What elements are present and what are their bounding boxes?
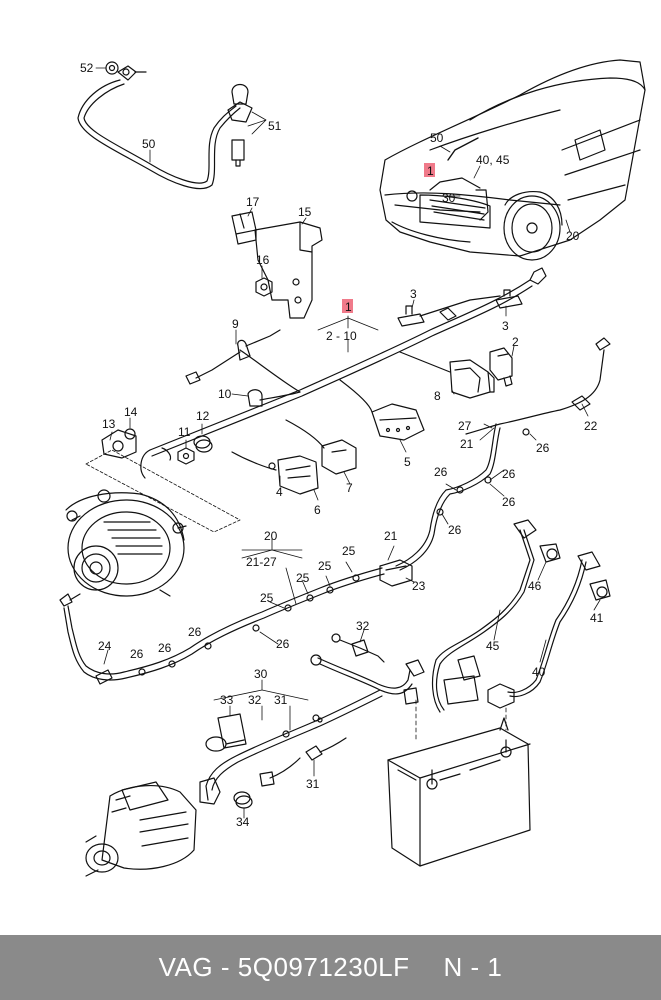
connector-31 (259, 737, 347, 787)
car-callout-40-45: 40, 45 (476, 153, 510, 167)
callout-26a: 26 (536, 441, 550, 455)
connector-3-right (495, 289, 523, 309)
callout-32b: 32 (248, 693, 262, 707)
callout-31: 31 (274, 693, 288, 707)
car-callout-30: 30 (442, 191, 456, 205)
car-callout-20: 20 (566, 229, 580, 243)
callout-25a: 25 (342, 544, 356, 558)
callout-26h: 26 (188, 625, 202, 639)
callout-26d: 26 (502, 495, 516, 509)
battery (387, 717, 531, 867)
connector-17 (231, 211, 257, 245)
callout-21a: 21 (460, 437, 474, 451)
callout-20: 20 (264, 529, 278, 543)
callout-25c: 25 (296, 571, 310, 585)
callout-27: 27 (458, 419, 472, 433)
callout-34: 34 (236, 815, 250, 829)
callout-12: 12 (196, 409, 210, 423)
callout-26b: 26 (434, 465, 448, 479)
callout-11: 11 (178, 425, 191, 439)
callout-21b: 21 (384, 529, 398, 543)
footer-page: N - 1 (443, 952, 503, 982)
callout-26i: 26 (276, 637, 290, 651)
callout-26e: 26 (448, 523, 462, 537)
battery-cable-50 (77, 65, 253, 190)
callout-26c: 26 (502, 467, 516, 481)
callout-6: 6 (314, 503, 321, 517)
main-harness-1 (140, 267, 547, 495)
cable-40 (507, 551, 611, 698)
callout-5: 5 (404, 455, 411, 469)
callout-40: 40 (532, 665, 546, 679)
footer-part-number: 5Q0971230LF (237, 952, 410, 982)
grommet-34 (233, 791, 253, 809)
car-leader-lines (439, 145, 571, 233)
callout-24: 24 (98, 639, 112, 653)
callout-14: 14 (124, 405, 138, 419)
callout-2: 2 (512, 335, 519, 349)
callout-25d: 25 (260, 591, 274, 605)
bracket-15 (254, 221, 323, 319)
connector-2 (489, 347, 513, 387)
car-callout-50: 50 (430, 131, 444, 145)
callout-52: 52 (80, 61, 94, 75)
highlight-tag-1 (342, 299, 353, 313)
footer-dash: - (220, 952, 231, 982)
nut-16 (255, 277, 273, 297)
starter-motor (85, 781, 197, 877)
sensor-lower (443, 655, 515, 709)
callout-22: 22 (584, 419, 598, 433)
callout-26f: 26 (130, 647, 144, 661)
callout-9: 9 (232, 317, 239, 331)
harness-20 (59, 567, 385, 685)
callout-51: 51 (268, 119, 282, 133)
nut-11 (177, 447, 195, 465)
cable-30 (199, 654, 425, 805)
callout-16: 16 (256, 253, 270, 267)
nut-14 (124, 428, 136, 440)
callout-26g: 26 (158, 641, 172, 655)
callout-3b: 3 (502, 319, 509, 333)
callout-7: 7 (346, 481, 353, 495)
footer-brand: VAG (158, 952, 214, 982)
nut-52 (105, 61, 119, 75)
highlight-tag-car-1 (424, 163, 435, 177)
callout-15: 15 (298, 205, 312, 219)
leader-lines (95, 67, 601, 819)
callout-3a: 3 (410, 287, 417, 301)
callout-4: 4 (276, 485, 283, 499)
harness-21-27 (395, 337, 611, 571)
callout-8: 8 (434, 389, 441, 403)
cable-45 (431, 519, 561, 713)
callout-10: 10 (218, 387, 232, 401)
car-illustration (379, 59, 646, 261)
callout-30: 30 (254, 667, 268, 681)
callout-45: 45 (486, 639, 500, 653)
callout-46: 46 (528, 579, 542, 593)
connector-23 (379, 559, 413, 587)
callout-41: 41 (590, 611, 604, 625)
connector-3-upper (397, 305, 425, 327)
callout-13: 13 (102, 417, 116, 431)
part-33 (205, 713, 247, 752)
cap-12 (193, 435, 213, 453)
callout-17: 17 (246, 195, 260, 209)
callout-33: 33 (220, 693, 234, 707)
callout-2-10: 2 - 10 (326, 329, 357, 343)
callout-25b: 25 (318, 559, 332, 573)
callout-31b: 31 (306, 777, 320, 791)
callout-21-27: 21-27 (246, 555, 277, 569)
callout-50: 50 (142, 137, 156, 151)
callout-23: 23 (412, 579, 426, 593)
alternator (65, 489, 187, 601)
footer-bar: VAG - 5Q0971230LF N - 1 (0, 935, 661, 1000)
wiring-harness-diagram: 52 51 50 17 15 16 1 2 - 10 3 3 2 9 8 10 … (59, 59, 646, 877)
car-callout-1: 1 (427, 164, 434, 178)
callout-labels: 52 51 50 17 15 16 1 2 - 10 3 3 2 9 8 10 … (80, 61, 604, 829)
callout-1: 1 (345, 300, 352, 314)
ground-strap-32 (331, 633, 385, 663)
callout-32: 32 (356, 619, 370, 633)
